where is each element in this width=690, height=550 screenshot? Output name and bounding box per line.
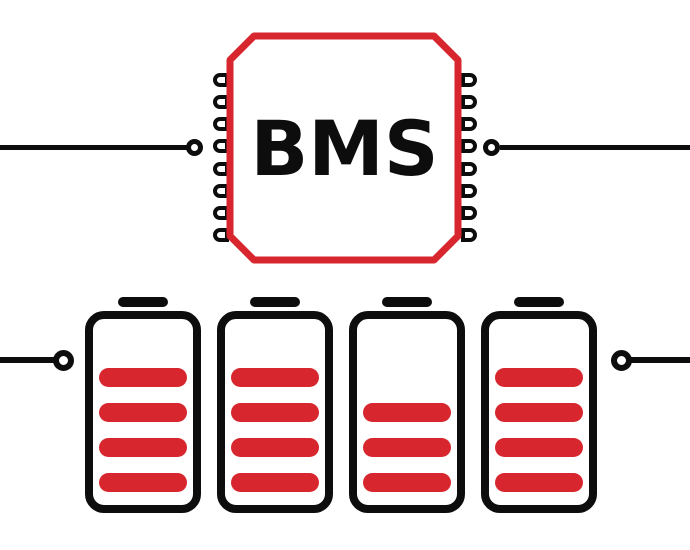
battery-outline <box>481 311 597 513</box>
battery-cap-icon <box>514 297 564 307</box>
charge-bar <box>363 473 451 492</box>
charge-bar <box>231 368 319 387</box>
chip-pin-icon <box>461 183 477 198</box>
chip-pin-icon <box>461 95 477 110</box>
battery-cell <box>217 297 333 513</box>
battery-cap-icon <box>118 297 168 307</box>
charge-bar <box>495 473 583 492</box>
chip-pins-right <box>461 73 477 242</box>
charge-bar <box>363 438 451 457</box>
charge-bar <box>231 438 319 457</box>
battery-cell <box>349 297 465 513</box>
battery-row <box>85 297 597 513</box>
chip-pin-icon <box>461 73 477 87</box>
charge-bar <box>231 473 319 492</box>
charge-bar <box>363 403 451 422</box>
charge-bar <box>495 368 583 387</box>
charge-bar <box>99 473 187 492</box>
wire-battery-right <box>631 357 690 363</box>
charge-bar <box>99 403 187 422</box>
charge-bar <box>495 403 583 422</box>
battery-cap-icon <box>382 297 432 307</box>
chip-pin-icon <box>461 227 477 242</box>
charge-bar <box>99 438 187 457</box>
charge-bar <box>231 403 319 422</box>
battery-outline <box>349 311 465 513</box>
battery-cap-icon <box>250 297 300 307</box>
battery-cell <box>85 297 201 513</box>
chip-outline <box>226 32 462 264</box>
terminal-node-chip-left-icon <box>186 139 203 156</box>
charge-bar <box>495 438 583 457</box>
wire-battery-left <box>0 357 54 363</box>
terminal-node-chip-right-icon <box>483 139 500 156</box>
chip-label: BMS <box>250 103 439 193</box>
battery-cell <box>481 297 597 513</box>
wire-chip-left <box>0 145 187 150</box>
chip-pin-icon <box>461 117 477 132</box>
wire-chip-right <box>500 145 690 150</box>
terminal-node-battery-right-icon <box>611 350 632 371</box>
chip-pin-icon <box>461 161 477 176</box>
chip-pin-icon <box>461 139 477 154</box>
battery-outline <box>217 311 333 513</box>
chip-pin-icon <box>461 205 477 220</box>
battery-outline <box>85 311 201 513</box>
charge-bar <box>99 368 187 387</box>
chip-outline-shape <box>226 32 462 264</box>
terminal-node-battery-left-icon <box>53 350 74 371</box>
